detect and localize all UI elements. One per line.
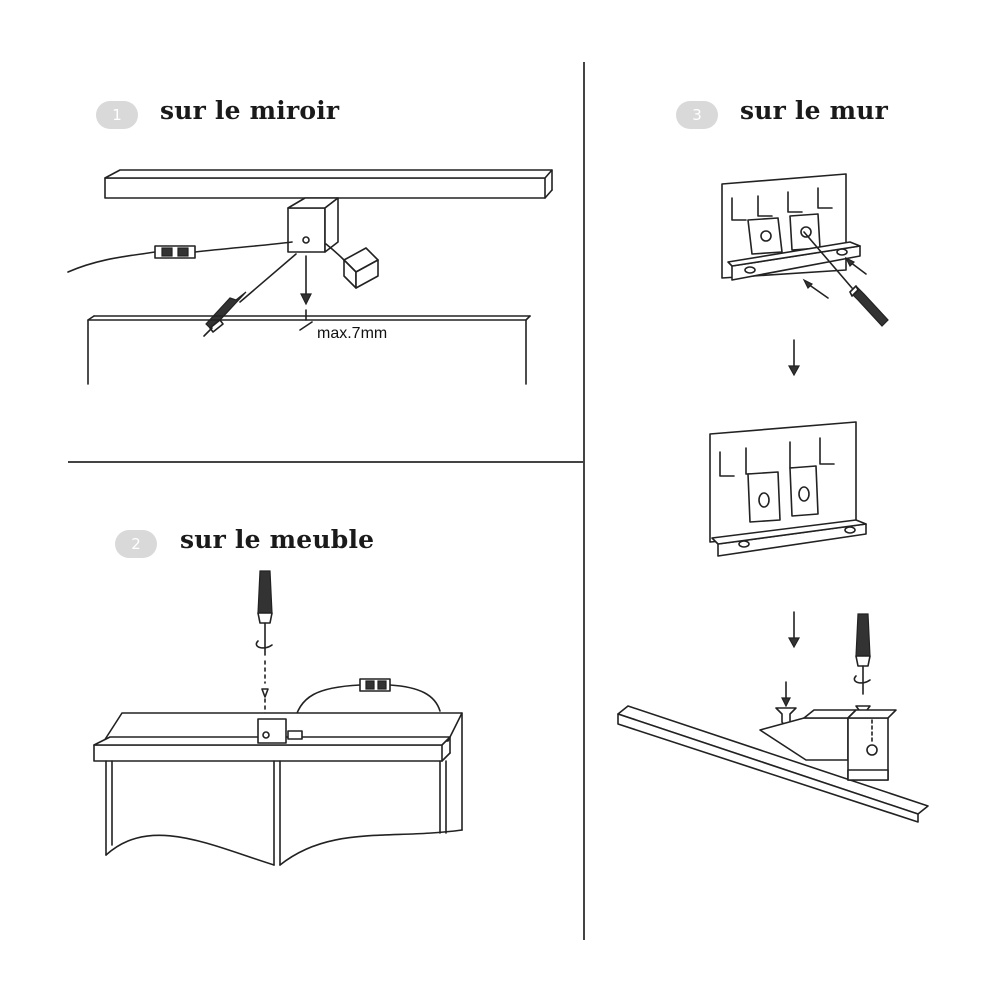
arrow-down-icon xyxy=(787,339,801,377)
step-3-badge: 3 xyxy=(676,101,718,129)
connector-icon xyxy=(154,245,196,259)
step-1-badge: 1 xyxy=(96,101,138,129)
screwdriver-icon xyxy=(203,253,297,337)
vertical-divider xyxy=(583,62,585,940)
wall-bracket-fixing-illustration xyxy=(721,173,889,327)
mounting-bracket-icon xyxy=(711,465,867,557)
cabinet xyxy=(93,712,463,866)
led-light-bar xyxy=(104,169,553,199)
horizontal-divider xyxy=(68,461,583,463)
screwdriver-icon xyxy=(853,613,871,727)
mounting-clamp xyxy=(257,718,287,744)
screwdriver-icon xyxy=(803,231,889,327)
screwdriver-icon xyxy=(255,570,273,718)
step-2-badge: 2 xyxy=(115,530,157,558)
step-3-title: sur le mur xyxy=(740,96,889,125)
step-2-title: sur le meuble xyxy=(180,525,375,554)
mounting-bracket-icon xyxy=(325,243,379,289)
arrow-down-icon xyxy=(300,255,312,306)
mounting-bracket-icon xyxy=(847,709,897,781)
gap-label: max.7mm xyxy=(317,325,388,342)
mounting-bracket-icon xyxy=(727,213,861,281)
screw-icon xyxy=(261,688,269,698)
arrow-down-icon xyxy=(787,611,801,649)
led-light-bar xyxy=(617,705,929,823)
power-cable xyxy=(293,678,441,726)
power-cable xyxy=(67,241,293,273)
mounting-clamp xyxy=(287,197,339,253)
mirror-mount-illustration xyxy=(67,169,553,385)
mirror-panel xyxy=(87,315,531,385)
furniture-mount-illustration xyxy=(93,570,463,866)
wall-light-attach-illustration xyxy=(617,613,929,823)
wall-bracket-fixed-illustration xyxy=(709,421,867,557)
gap-indicator xyxy=(299,309,313,331)
arrow-icon xyxy=(802,256,867,299)
step-1-title: sur le miroir xyxy=(160,96,340,125)
